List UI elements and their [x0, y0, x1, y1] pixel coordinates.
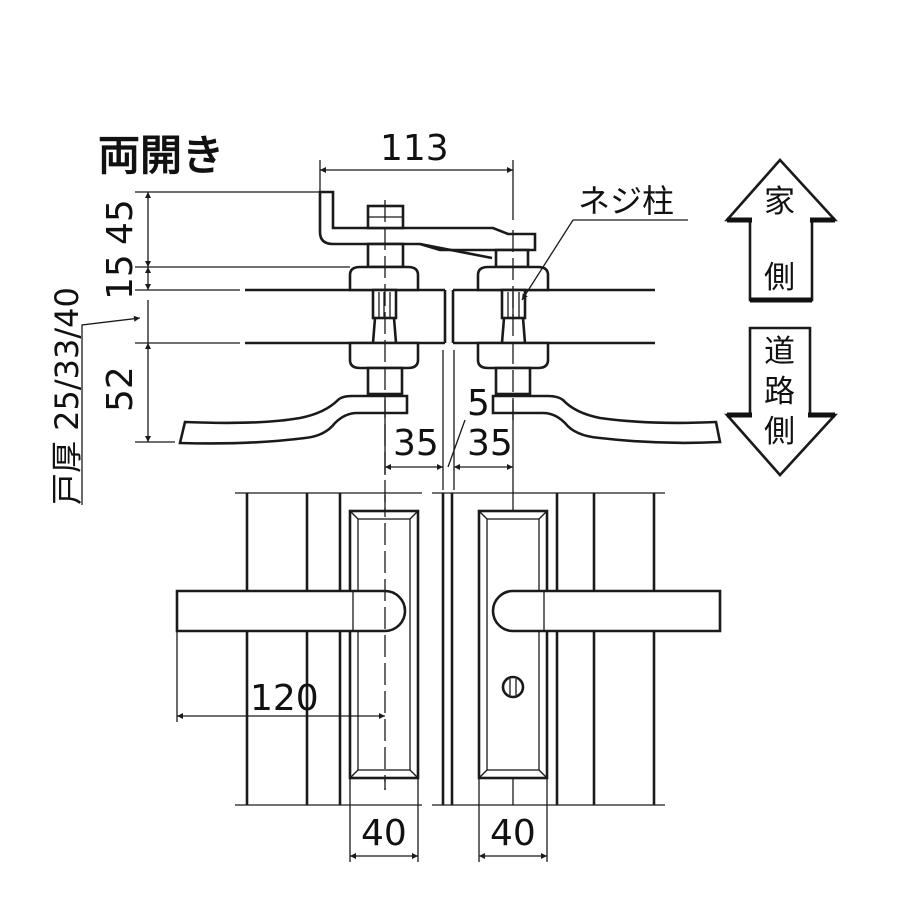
door-front-left: [235, 492, 445, 806]
screw-post-callout: ネジ柱: [521, 182, 688, 301]
dim-113-label: 113: [380, 128, 449, 169]
offset-dimensions: 35 35 5: [385, 383, 513, 470]
dim-40-right-label: 40: [490, 813, 536, 854]
dim-52-label: 52: [100, 366, 141, 412]
road-side-char-2: 路: [764, 374, 795, 410]
right-lever-side: [491, 394, 722, 445]
dim-45-label: 45: [100, 199, 141, 245]
road-side-char-1: 道: [764, 334, 795, 370]
dimension-113: 113: [319, 128, 514, 220]
left-lever-side: [178, 394, 409, 445]
house-side-char-2: 側: [764, 260, 795, 296]
dim-15-label: 15: [100, 254, 141, 300]
dim-40-left-label: 40: [361, 813, 407, 854]
dim-35-left-label: 35: [393, 423, 439, 464]
left-lever-front: [175, 589, 407, 633]
road-side-arrow: 道 路 側: [724, 326, 838, 477]
house-side-arrow: 家 側: [724, 158, 838, 303]
dim-35-right-label: 35: [467, 423, 513, 464]
dim-120-label: 120: [250, 678, 319, 719]
latch-bar: [318, 190, 537, 269]
right-lever-front: [491, 589, 722, 633]
door-thickness-label: 戸厚 25/33/40: [48, 287, 86, 505]
dim-5-label: 5: [467, 383, 490, 424]
dimension-40-right: 40: [478, 778, 548, 862]
dimension-40-left: 40: [349, 778, 419, 862]
dimension-120: 120: [176, 631, 385, 722]
door-front-right: [432, 492, 665, 806]
thumbturn-icon: [501, 675, 525, 699]
road-side-char-3: 側: [764, 414, 795, 450]
right-escutcheon-plate: [477, 509, 549, 780]
left-rosette-top: [348, 265, 420, 344]
left-rosette-bottom: [348, 341, 420, 396]
vertical-dimensions: 45 15 52 戸厚 25/33/40: [48, 191, 350, 505]
screw-post-label: ネジ柱: [578, 182, 674, 220]
drawing-title: 両開き: [98, 131, 224, 180]
house-side-char-1: 家: [764, 184, 795, 220]
left-escutcheon-plate: [348, 509, 420, 780]
